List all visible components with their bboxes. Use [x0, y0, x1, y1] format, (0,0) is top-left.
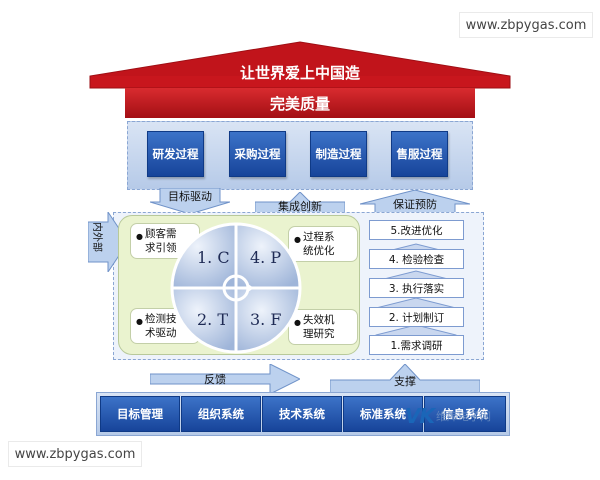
foundation-organization-system: 组织系统 — [181, 396, 261, 432]
note-customer-line2: 求引领 — [145, 242, 177, 254]
arrow-integrated-innovation — [255, 192, 345, 214]
step-4: 4. 检验检查 — [369, 249, 464, 269]
quadrant-p: 4. P — [250, 248, 282, 267]
foundation-target-management: 目标管理 — [100, 396, 180, 432]
integrated-innovation-label: 集成创新 — [278, 200, 322, 213]
note-detection-line2: 术驱动 — [145, 327, 177, 339]
step-1: 1.需求调研 — [369, 335, 464, 355]
foundation-information-system: 信息系统 — [424, 396, 506, 432]
vk-logo-mark: VK — [405, 404, 435, 428]
note-customer: ● 顾客需 求引领 — [130, 223, 200, 259]
note-failure-line2: 理研究 — [303, 328, 335, 340]
roof-title: 让世界爱上中国造 — [239, 63, 360, 82]
watermark-top: www.zbpygas.com — [459, 12, 593, 38]
process-purchasing: 采购过程 — [229, 131, 286, 177]
foundation-technical-system: 技术系统 — [262, 396, 342, 432]
internal-external-label: 内外部 — [91, 222, 102, 252]
quadrant-f: 3. F — [250, 310, 282, 329]
quadrant-c: 1. C — [197, 248, 230, 267]
bullet-icon: ● — [294, 318, 301, 327]
step-3: 3. 执行落实 — [369, 278, 464, 298]
process-after-sales: 售服过程 — [391, 131, 448, 177]
support-label: 支撑 — [394, 375, 416, 388]
cycle-circle — [170, 222, 302, 354]
bullet-icon: ● — [136, 317, 143, 326]
arrow-feedback — [150, 364, 300, 394]
note-failure: ● 失效机 理研究 — [288, 309, 358, 345]
vk-logo: VK 维库电子网 — [405, 402, 505, 430]
arrow-target-drive — [150, 188, 230, 214]
quadrant-t: 2. T — [197, 310, 229, 329]
feedback-label: 反馈 — [204, 373, 226, 386]
guarantee-prevention-label: 保证预防 — [393, 198, 437, 211]
arrow-guarantee-prevention — [360, 190, 470, 216]
arrow-support — [330, 364, 480, 394]
step-2: 2. 计划制订 — [369, 307, 464, 327]
note-process: ● 过程系 统优化 — [288, 226, 358, 262]
step-5: 5.改进优化 — [369, 220, 464, 240]
note-process-line2: 统优化 — [303, 245, 335, 257]
note-customer-line1: 顾客需 — [145, 228, 177, 240]
foundation-standard-system: 标准系统 — [343, 396, 423, 432]
banner-title: 完美质量 — [125, 88, 475, 118]
note-process-line1: 过程系 — [303, 231, 335, 243]
vk-logo-text: 维库电子网 — [435, 410, 491, 423]
bullet-icon: ● — [136, 232, 143, 241]
process-rd: 研发过程 — [147, 131, 204, 177]
bullet-icon: ● — [294, 235, 301, 244]
note-detection-line1: 检测技 — [145, 313, 177, 325]
watermark-bottom: www.zbpygas.com — [8, 441, 142, 467]
target-drive-label: 目标驱动 — [168, 190, 212, 203]
process-manufacturing: 制造过程 — [310, 131, 367, 177]
note-failure-line1: 失效机 — [303, 314, 335, 326]
